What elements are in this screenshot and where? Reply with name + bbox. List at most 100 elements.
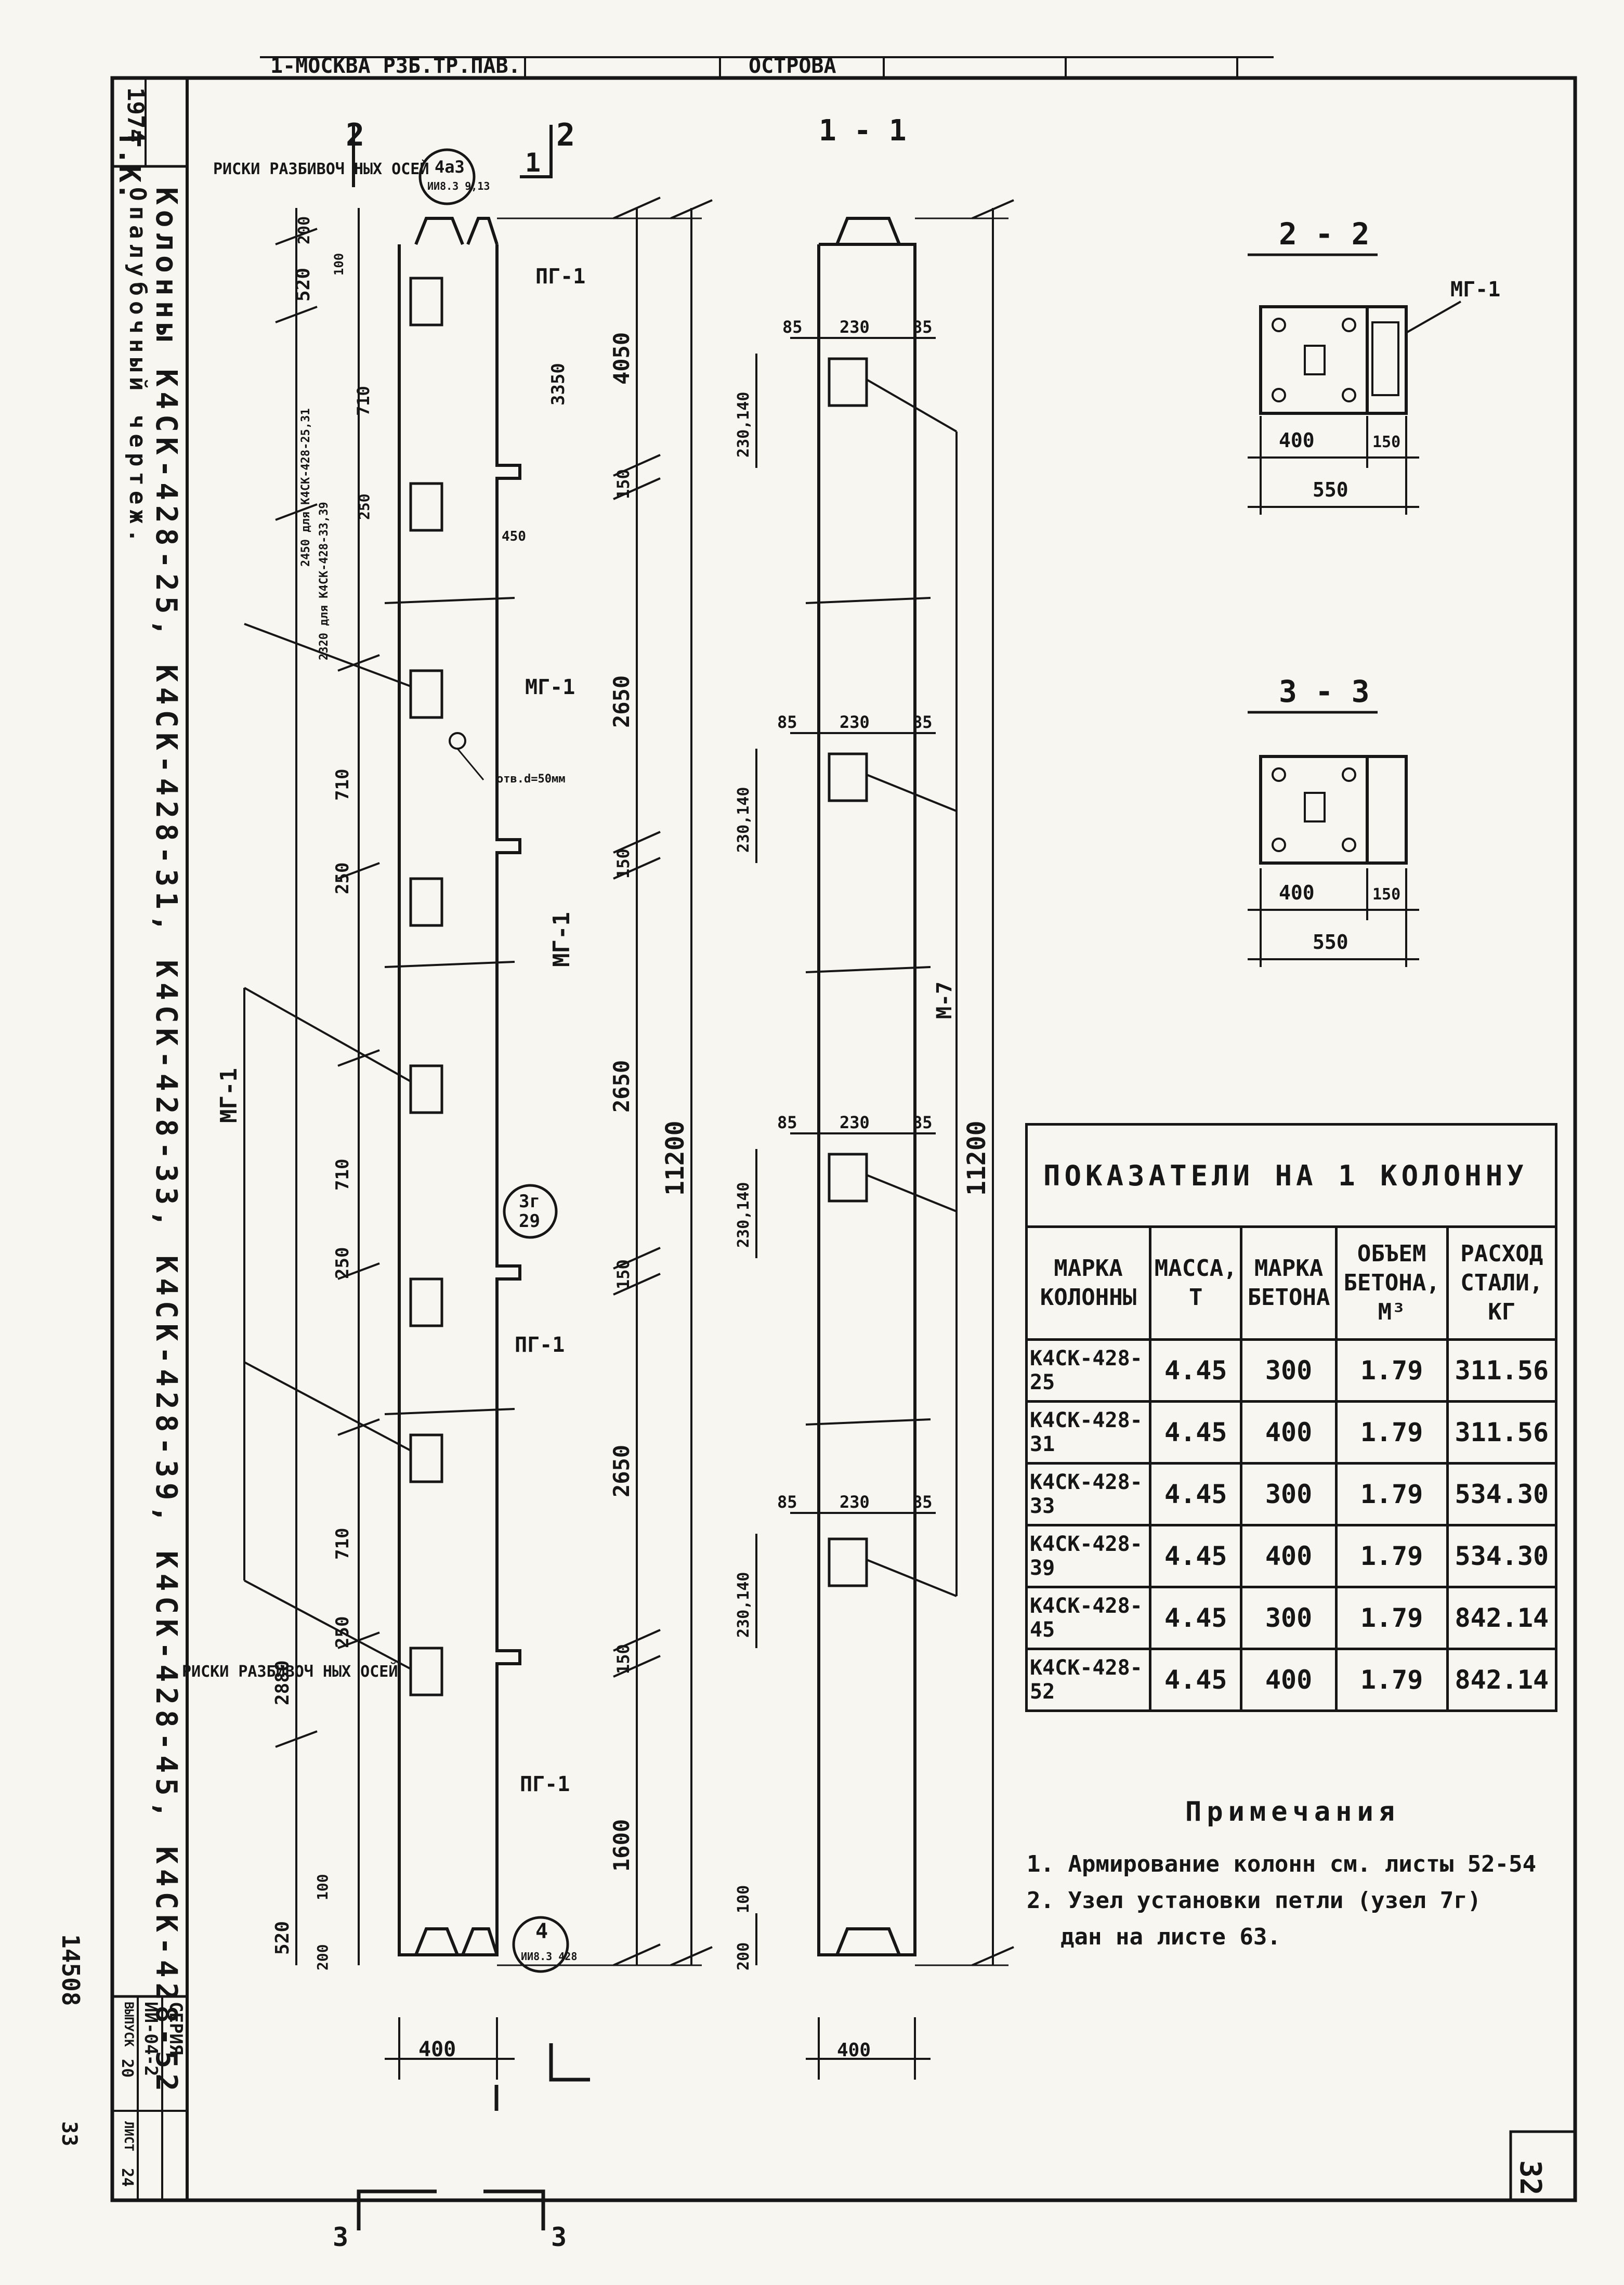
dim-left-710-d: 710 [332, 1528, 353, 1560]
cut-mark-left: 3 [333, 2222, 348, 2252]
width-dim-left: 400 [418, 2038, 456, 2061]
notes-heading: Примечания [1185, 1796, 1400, 1827]
dim-230-c: 230 [840, 1113, 870, 1132]
dim-2650-b: 2650 [609, 1060, 634, 1113]
left-column-view [243, 125, 713, 2230]
table-row: К4СК-428-39 4.45 400 1.79 534.30 [1025, 1524, 1558, 1588]
sheet-frame [110, 76, 1577, 2202]
table-header: РАСХОД СТАЛИ, КГ [1446, 1225, 1558, 1341]
note-item-3: дан на листе 63. [1060, 1924, 1281, 1950]
table-row: К4СК-428-25 4.45 300 1.79 311.56 [1025, 1338, 1558, 1403]
table-cell: 1.79 [1334, 1338, 1449, 1403]
table-cell: 1.79 [1334, 1586, 1449, 1650]
section-3-3-total: 550 [1313, 931, 1348, 954]
dim-left-100-b: 100 [314, 1874, 331, 1900]
table-cell: К4СК-428-39 [1025, 1524, 1152, 1588]
cut-mark-right: 3 [551, 2222, 567, 2252]
dim-left-200: 200 [295, 216, 313, 244]
width-dim-right: 400 [837, 2040, 871, 2061]
dim-230-140-b: 230,140 [735, 787, 753, 853]
table-cell: 311.56 [1446, 1338, 1558, 1403]
dim-right-200: 200 [735, 1942, 753, 1970]
table-header-row: МАРКА КОЛОННЫ МАССА, Т МАРКА БЕТОНА ОБЪЕ… [1025, 1225, 1558, 1341]
dim-left-710-b: 710 [332, 769, 353, 801]
node-bottom-num: 4 [535, 1920, 548, 1943]
section-3-3 [1248, 711, 1419, 967]
dim-overall-left: 11200 [661, 1121, 690, 1196]
right-column-view [755, 199, 1014, 2080]
table-row: К4СК-428-33 4.45 300 1.79 534.30 [1025, 1462, 1558, 1526]
note-marking-axes-top: РИСКИ РАЗБИВОЧ НЫХ ОСЕЙ [213, 160, 429, 178]
table-cell: 4.45 [1149, 1462, 1243, 1526]
dim-85-c: 85 [777, 712, 797, 732]
issue-value: 20 [118, 2059, 136, 2078]
cut-label-right: 2 [556, 117, 575, 153]
table-cell: К4СК-428-52 [1025, 1648, 1152, 1712]
dim-left-2880: 2880 [272, 1660, 293, 1705]
dim-left-250-d: 250 [332, 1616, 353, 1648]
table-cell: 4.45 [1149, 1586, 1243, 1650]
label-mg1-side: МГ-1 [216, 1068, 242, 1123]
section-3-3-dim1: 400 [1279, 881, 1315, 904]
drawing-title-sub: Опалубочный чертеж. [124, 187, 151, 548]
table-cell: 842.14 [1446, 1648, 1558, 1712]
dim-left-250-c: 250 [332, 1247, 353, 1279]
cut-label-left: 2 [346, 117, 364, 153]
node-top-ref: ИИ8.3 9,13 [427, 180, 490, 192]
drawing-title-main: Колонны К4СК-428-25, К4СК-428-31, К4СК-4… [149, 187, 183, 2097]
indicators-table: ПОКАЗАТЕЛИ НА 1 КОЛОННУ МАРКА КОЛОННЫ МА… [1025, 1123, 1558, 1712]
table-caption: ПОКАЗАТЕЛИ НА 1 КОЛОННУ [1025, 1123, 1557, 1228]
note-2320: 2320 для К4СК-428-33,39 [318, 502, 331, 660]
sheet-value: 24 [118, 2168, 136, 2187]
dim-left-250-a: 250 [356, 493, 373, 520]
label-m7: М-7 [933, 982, 957, 1019]
sheet-label: ЛИСТ [122, 2121, 136, 2151]
table-cell: 1.79 [1334, 1400, 1449, 1465]
dim-left-520-b: 520 [272, 1921, 293, 1955]
dim-left-200-b: 200 [314, 1944, 331, 1970]
note-2450: 2450 для К4СК-428-25,31 [299, 408, 312, 567]
dim-85-f: 85 [912, 1113, 933, 1132]
dim-right-100: 100 [735, 1885, 753, 1913]
table-cell: 4.45 [1149, 1400, 1243, 1465]
table-row: К4СК-428-31 4.45 400 1.79 311.56 [1025, 1400, 1558, 1465]
note-item-2: 2. Узел установки петли (узел 7г) [1027, 1887, 1482, 1914]
dim-left-100: 100 [332, 253, 346, 276]
top-strip-left: 1-МОСКВА РЗБ.ТР.ПАВ. [270, 54, 521, 78]
label-pg1-c: ПГ-1 [520, 1772, 570, 1796]
section-3-3-title: 3 - 3 [1279, 674, 1370, 709]
table-cell: 4.45 [1149, 1524, 1243, 1588]
dim-150-a: 150 [613, 469, 633, 499]
note-item-1: 1. Армирование колонн см. листы 52-54 [1027, 1851, 1537, 1877]
node-top-num: 4а3 [435, 157, 465, 177]
dim-230-a: 230 [840, 317, 870, 337]
label-pg1-b: ПГ-1 [515, 1333, 565, 1357]
node-bottom-ref: ИИ8.3 428 [521, 1950, 577, 1963]
table-cell: 311.56 [1446, 1400, 1558, 1465]
section-2-2 [1248, 253, 1461, 515]
table-header: МАРКА БЕТОНА [1240, 1225, 1338, 1341]
label-hole: отв.d=50мм [496, 773, 565, 786]
table-cell: 400 [1240, 1648, 1338, 1712]
dim-left-250-b: 250 [332, 863, 353, 894]
dim-230-d: 230 [840, 1492, 870, 1512]
series-label: СЕРИЯ [165, 2002, 186, 2055]
dim-left-710-c: 710 [332, 1159, 353, 1191]
table-cell: 300 [1240, 1586, 1338, 1650]
dim-85-e: 85 [777, 1113, 797, 1132]
dim-230-140-a: 230,140 [735, 392, 753, 458]
section-2-2-total: 550 [1313, 478, 1348, 501]
archive-sub: 33 [57, 2121, 81, 2146]
series-value: ИИ-04-2 [140, 2002, 161, 2077]
top-strip-right: ОСТРОВА [749, 54, 836, 78]
section-3-3-dim2: 150 [1372, 885, 1400, 904]
corner-year: 1974 [122, 87, 149, 142]
table-cell: 4.45 [1149, 1648, 1243, 1712]
dim-85-g: 85 [777, 1492, 797, 1512]
section-2-2-dim2: 150 [1372, 433, 1400, 451]
section-2-2-title: 2 - 2 [1279, 216, 1370, 252]
dim-230-140-c: 230,140 [735, 1182, 753, 1248]
dim-4050: 4050 [609, 332, 634, 385]
note-marking-axes-bottom: РИСКИ РАЗБИВОЧ НЫХ ОСЕЙ [182, 1662, 398, 1681]
